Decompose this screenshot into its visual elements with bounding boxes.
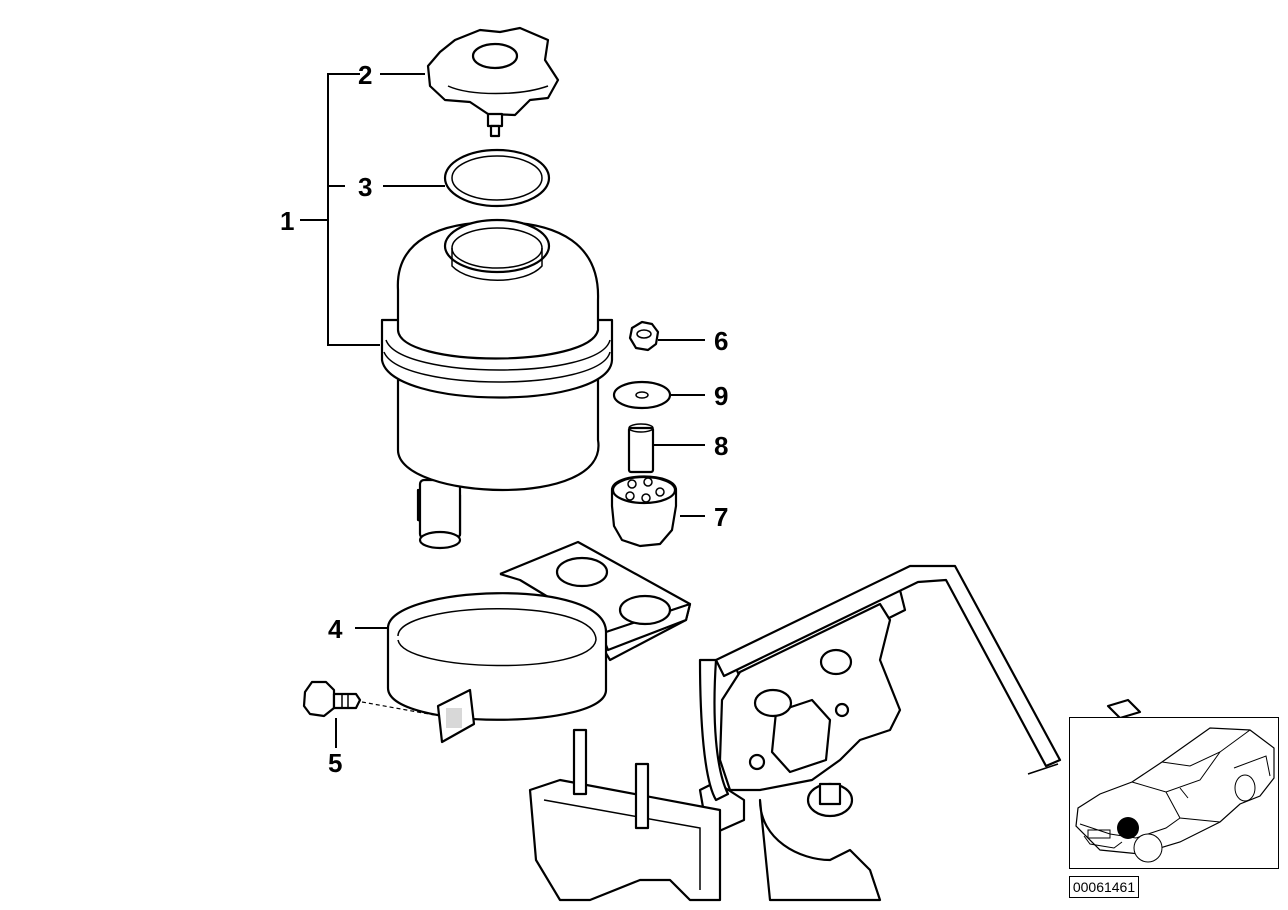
callout-labels: 1 2 3 4 5 6 7 8 9 [280, 60, 728, 778]
callout-4: 4 [328, 614, 343, 644]
callout-7: 7 [714, 502, 728, 532]
sleeve-part [627, 423, 705, 474]
washer-part [612, 380, 705, 410]
callout-5: 5 [328, 748, 342, 778]
callout-2: 2 [358, 60, 372, 90]
fluid-reservoir-part [380, 218, 614, 550]
reservoir-cap-part [426, 26, 560, 138]
diagram-reference-number: 00061461 [1069, 876, 1139, 898]
o-ring-part [443, 148, 551, 208]
rubber-mount-part [610, 475, 705, 548]
holder-clamp-part [355, 540, 692, 744]
assembly-bracket-1 [300, 73, 445, 346]
car-outline-icon [1075, 727, 1275, 863]
location-marker-icon [1117, 817, 1139, 839]
nut-part [628, 320, 705, 352]
vehicle-location-inset [1069, 717, 1279, 869]
bolt-part [302, 680, 441, 748]
callout-9: 9 [714, 381, 728, 411]
callout-8: 8 [714, 431, 728, 461]
callout-1: 1 [280, 206, 294, 236]
callout-3: 3 [358, 172, 372, 202]
chassis-bracket-context [528, 564, 1142, 902]
callout-6: 6 [714, 326, 728, 356]
